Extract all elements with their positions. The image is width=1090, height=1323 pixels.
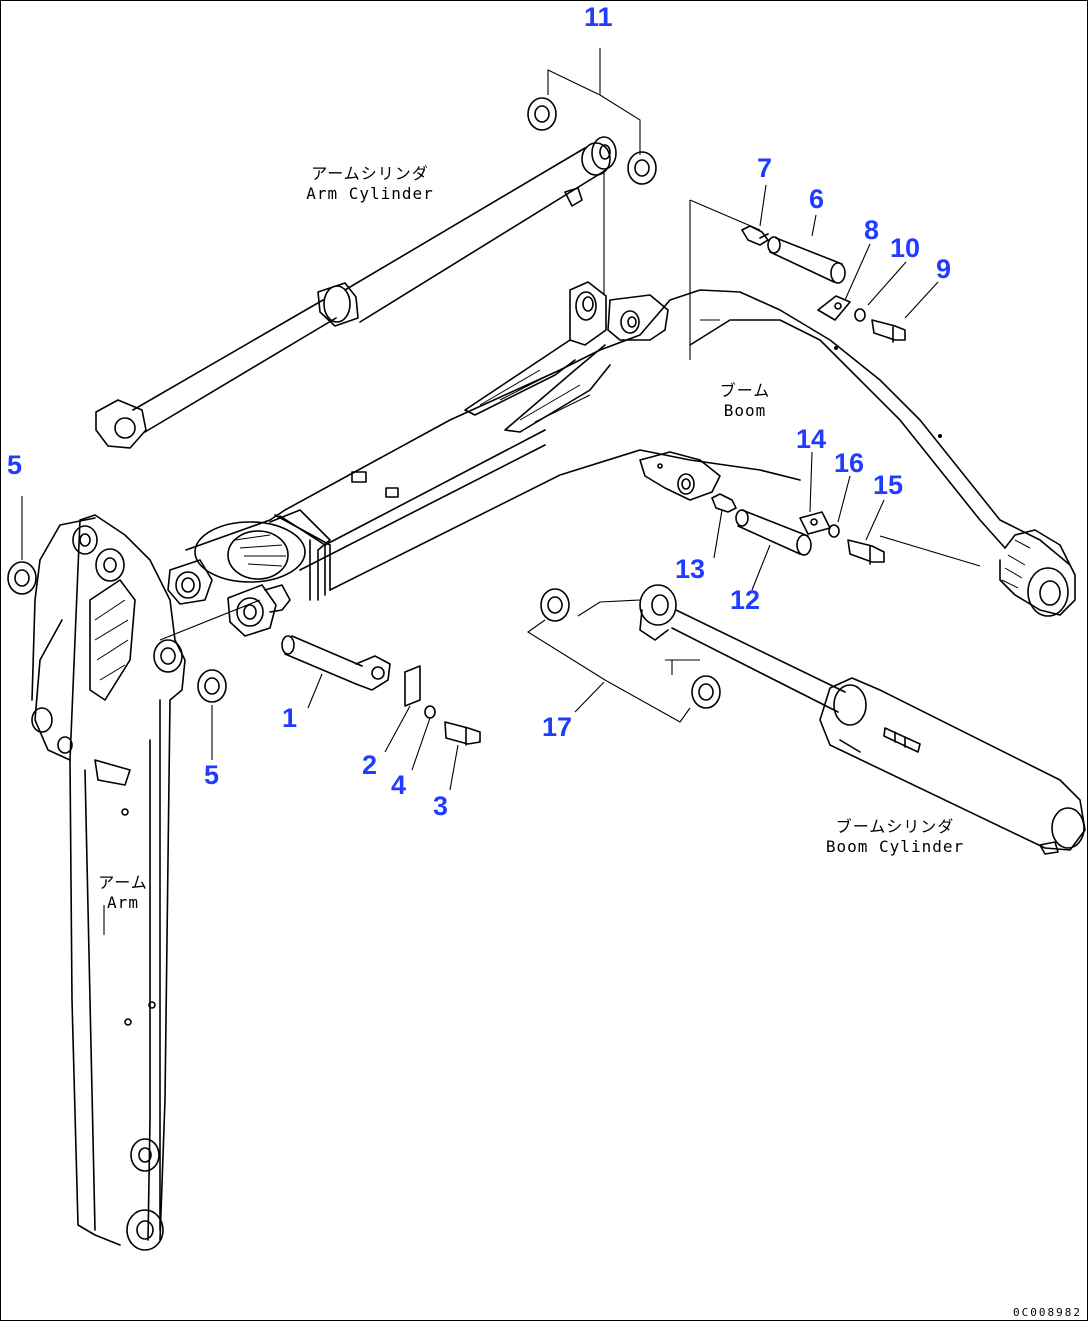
boom-label-en: Boom (723, 401, 767, 420)
callout-14: 14 (796, 424, 827, 454)
drawing-code: 0C008982 (1013, 1306, 1082, 1319)
boom-cylinder-label-en: Boom Cylinder (825, 837, 965, 856)
arm-cylinder-label-jp: アームシリンダ (311, 164, 429, 183)
boom-foot-pin-parts (711, 451, 885, 591)
boom-label-jp: ブーム (719, 381, 771, 400)
callout-17: 17 (542, 712, 573, 742)
arm-label-en: Arm (107, 893, 139, 912)
callout-5-right: 5 (204, 760, 220, 790)
callout-5-left: 5 (7, 450, 23, 480)
callout-8: 8 (864, 215, 880, 245)
boom-label: ブーム Boom (705, 381, 785, 421)
callout-16: 16 (834, 448, 865, 478)
callout-12: 12 (730, 585, 761, 615)
boom-cylinder-label-jp: ブームシリンダ (835, 817, 955, 836)
arm-cylinder-drawing (95, 136, 617, 449)
arm-drawing (7, 496, 261, 1251)
arm-label: アーム Arm (88, 873, 158, 913)
boom-cylinder-drawing (527, 584, 1086, 855)
callout-6: 6 (809, 184, 825, 214)
callout-11: 11 (584, 2, 613, 32)
callout-2: 2 (362, 750, 378, 780)
callout-9: 9 (936, 254, 952, 284)
boom-top-pin-parts (741, 184, 939, 343)
callout-13: 13 (675, 554, 706, 584)
callout-4: 4 (391, 770, 407, 800)
boom-cylinder-label: ブームシリンダ Boom Cylinder (805, 817, 985, 857)
arm-label-jp: アーム (98, 873, 148, 892)
callout-1: 1 (282, 703, 298, 733)
callout-7: 7 (757, 153, 773, 183)
arm-cylinder-label-en: Arm Cylinder (306, 184, 434, 203)
callout-10: 10 (890, 233, 921, 263)
arm-cylinder-label: アームシリンダ Arm Cylinder (285, 164, 455, 204)
arm-cylinder-washers (527, 48, 657, 295)
arm-pin-parts (281, 635, 481, 791)
callout-15: 15 (873, 470, 904, 500)
callout-3: 3 (433, 791, 449, 821)
boom-drawing (167, 199, 1076, 637)
